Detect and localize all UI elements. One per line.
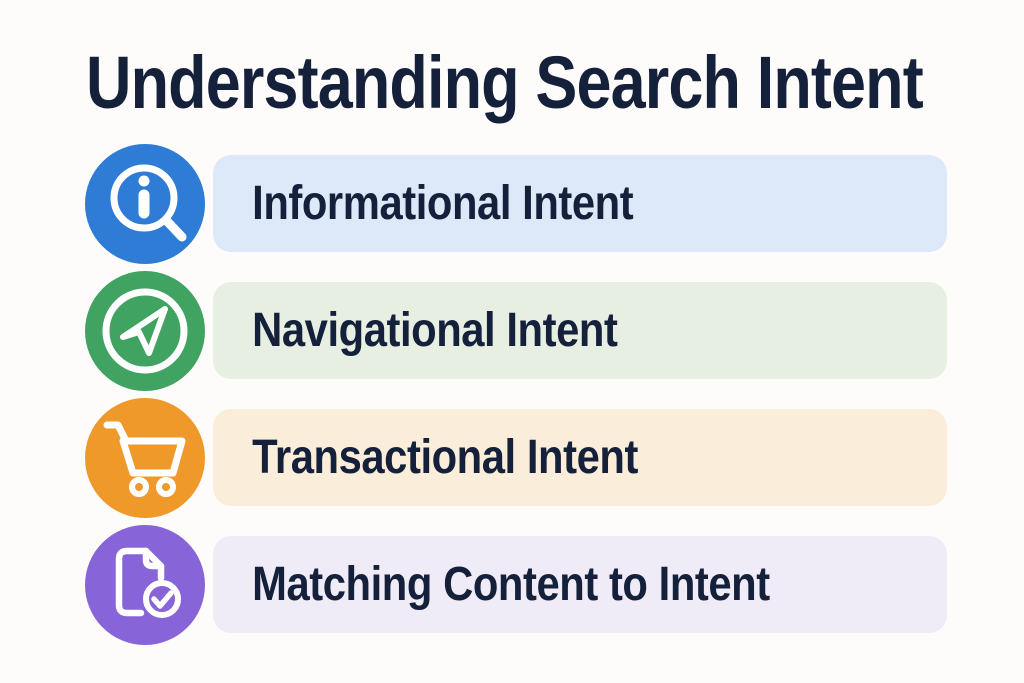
informational-label: Informational Intent	[252, 176, 634, 230]
document-check-icon	[115, 547, 181, 618]
matching-content-label: Matching Content to Intent	[252, 557, 770, 611]
navigational-label: Navigational Intent	[252, 303, 618, 357]
matching-content-icon-circle	[85, 525, 205, 645]
matching-content-band: Matching Content to Intent	[213, 536, 947, 633]
intent-row-navigational: Navigational Intent	[0, 271, 1024, 391]
transactional-label: Transactional Intent	[252, 430, 638, 484]
transactional-icon-circle	[85, 398, 205, 518]
navigational-icon-circle	[85, 271, 205, 391]
navigation-arrow-icon	[102, 288, 188, 374]
transactional-band: Transactional Intent	[213, 409, 947, 506]
informational-icon-circle	[85, 144, 205, 264]
intent-row-transactional: Transactional Intent	[0, 398, 1024, 518]
search-info-icon	[110, 164, 187, 242]
page-title: Understanding Search Intent	[86, 41, 924, 124]
informational-band: Informational Intent	[213, 155, 947, 252]
shopping-cart-icon	[103, 421, 186, 497]
intent-row-matching-content: Matching Content to Intent	[0, 525, 1024, 645]
navigational-band: Navigational Intent	[213, 282, 947, 379]
intent-row-informational: Informational Intent	[0, 144, 1024, 264]
